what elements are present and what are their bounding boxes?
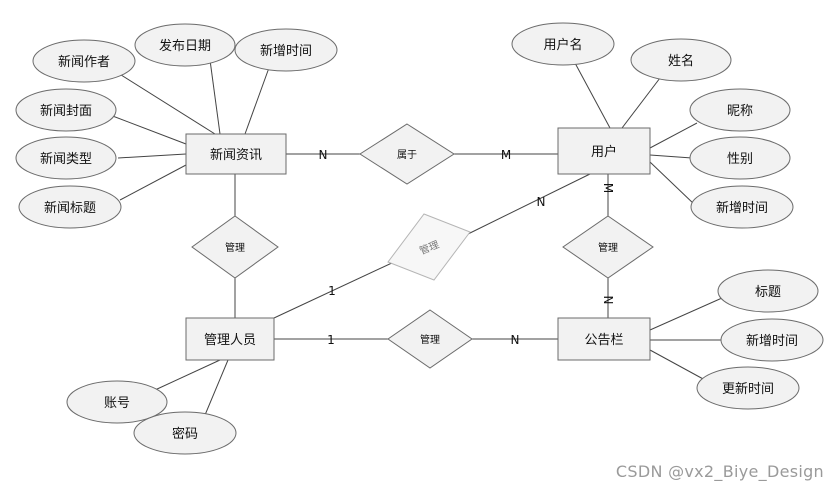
attr-notice-added-time-label: 新增时间 [746, 333, 798, 349]
entity-notice-label: 公告栏 [584, 333, 623, 348]
card-admin-manage-notice: 1 [327, 333, 335, 347]
relationship-belongs-label: 属于 [397, 149, 417, 161]
attr-notice-updated-time-label: 更新时间 [722, 381, 774, 397]
entity-news-label: 新闻资讯 [210, 147, 262, 163]
attr-admin-password-label: 密码 [172, 426, 198, 442]
attr-news-publish-date: 发布日期 [134, 23, 236, 67]
attr-user-gender-label: 性别 [727, 152, 753, 167]
attr-user-username-label: 用户名 [543, 37, 582, 53]
attr-news-author-label: 新闻作者 [58, 54, 110, 70]
attr-notice-added-time: 新增时间 [720, 318, 824, 362]
entity-notice: 公告栏 [557, 317, 651, 361]
attr-user-name: 姓名 [630, 38, 732, 82]
attr-user-nickname: 昵称 [689, 88, 791, 132]
attr-news-added-time-label: 新增时间 [260, 43, 312, 59]
attr-news-title: 新闻标题 [18, 185, 122, 229]
relationship-user-notice: 管理 [562, 215, 654, 279]
attr-user-nickname-label: 昵称 [727, 104, 753, 119]
attr-admin-account-label: 账号 [104, 396, 130, 411]
relationship-manage-user: 管理 [387, 213, 471, 281]
card-admin-manage-user: 1 [328, 284, 336, 298]
card-manage-notice-notice: N [511, 333, 520, 347]
attr-user-gender: 性别 [689, 136, 791, 180]
attr-user-added-time: 新增时间 [690, 185, 794, 229]
attr-admin-account: 账号 [66, 380, 168, 424]
relationship-manage-notice-label: 管理 [420, 333, 440, 346]
relationship-user-notice-label: 管理 [598, 241, 618, 254]
card-user-side: M [601, 183, 615, 193]
card-notice-side: N [601, 296, 615, 305]
attr-notice-title: 标题 [717, 269, 819, 313]
relationship-belongs: 属于 [359, 123, 455, 185]
attr-news-author: 新闻作者 [32, 39, 136, 83]
attr-notice-updated-time: 更新时间 [696, 366, 800, 410]
attr-user-username: 用户名 [511, 22, 615, 66]
attr-news-cover-label: 新闻封面 [40, 103, 92, 119]
attr-news-publish-date-label: 发布日期 [159, 38, 211, 54]
relationship-manage-news: 管理 [191, 215, 279, 279]
attr-news-type-label: 新闻类型 [40, 151, 92, 167]
entity-user-label: 用户 [591, 144, 617, 160]
cardinality-labels: N M 1 N 1 N M N [319, 148, 615, 347]
attr-news-cover: 新闻封面 [15, 88, 117, 132]
attr-user-added-time-label: 新增时间 [716, 200, 768, 216]
attr-news-title-label: 新闻标题 [44, 200, 96, 216]
relationship-manage-notice: 管理 [387, 309, 473, 369]
card-manage-user-user: N [537, 195, 546, 209]
relationship-manage-news-label: 管理 [225, 241, 245, 254]
attr-notice-title-label: 标题 [755, 285, 781, 300]
attr-news-type: 新闻类型 [15, 136, 117, 180]
attr-news-added-time: 新增时间 [234, 28, 338, 72]
entity-user: 用户 [557, 127, 651, 175]
attr-user-name-label: 姓名 [668, 53, 694, 69]
watermark: CSDN @vx2_Biye_Design [615, 462, 824, 481]
connector-lines [109, 59, 723, 416]
entity-admin-label: 管理人员 [204, 333, 256, 348]
entity-admin: 管理人员 [185, 317, 275, 361]
card-belongs-user: M [501, 148, 511, 162]
card-news-belongs: N [319, 148, 328, 162]
entity-news: 新闻资讯 [185, 133, 287, 175]
attr-admin-password: 密码 [133, 411, 237, 455]
